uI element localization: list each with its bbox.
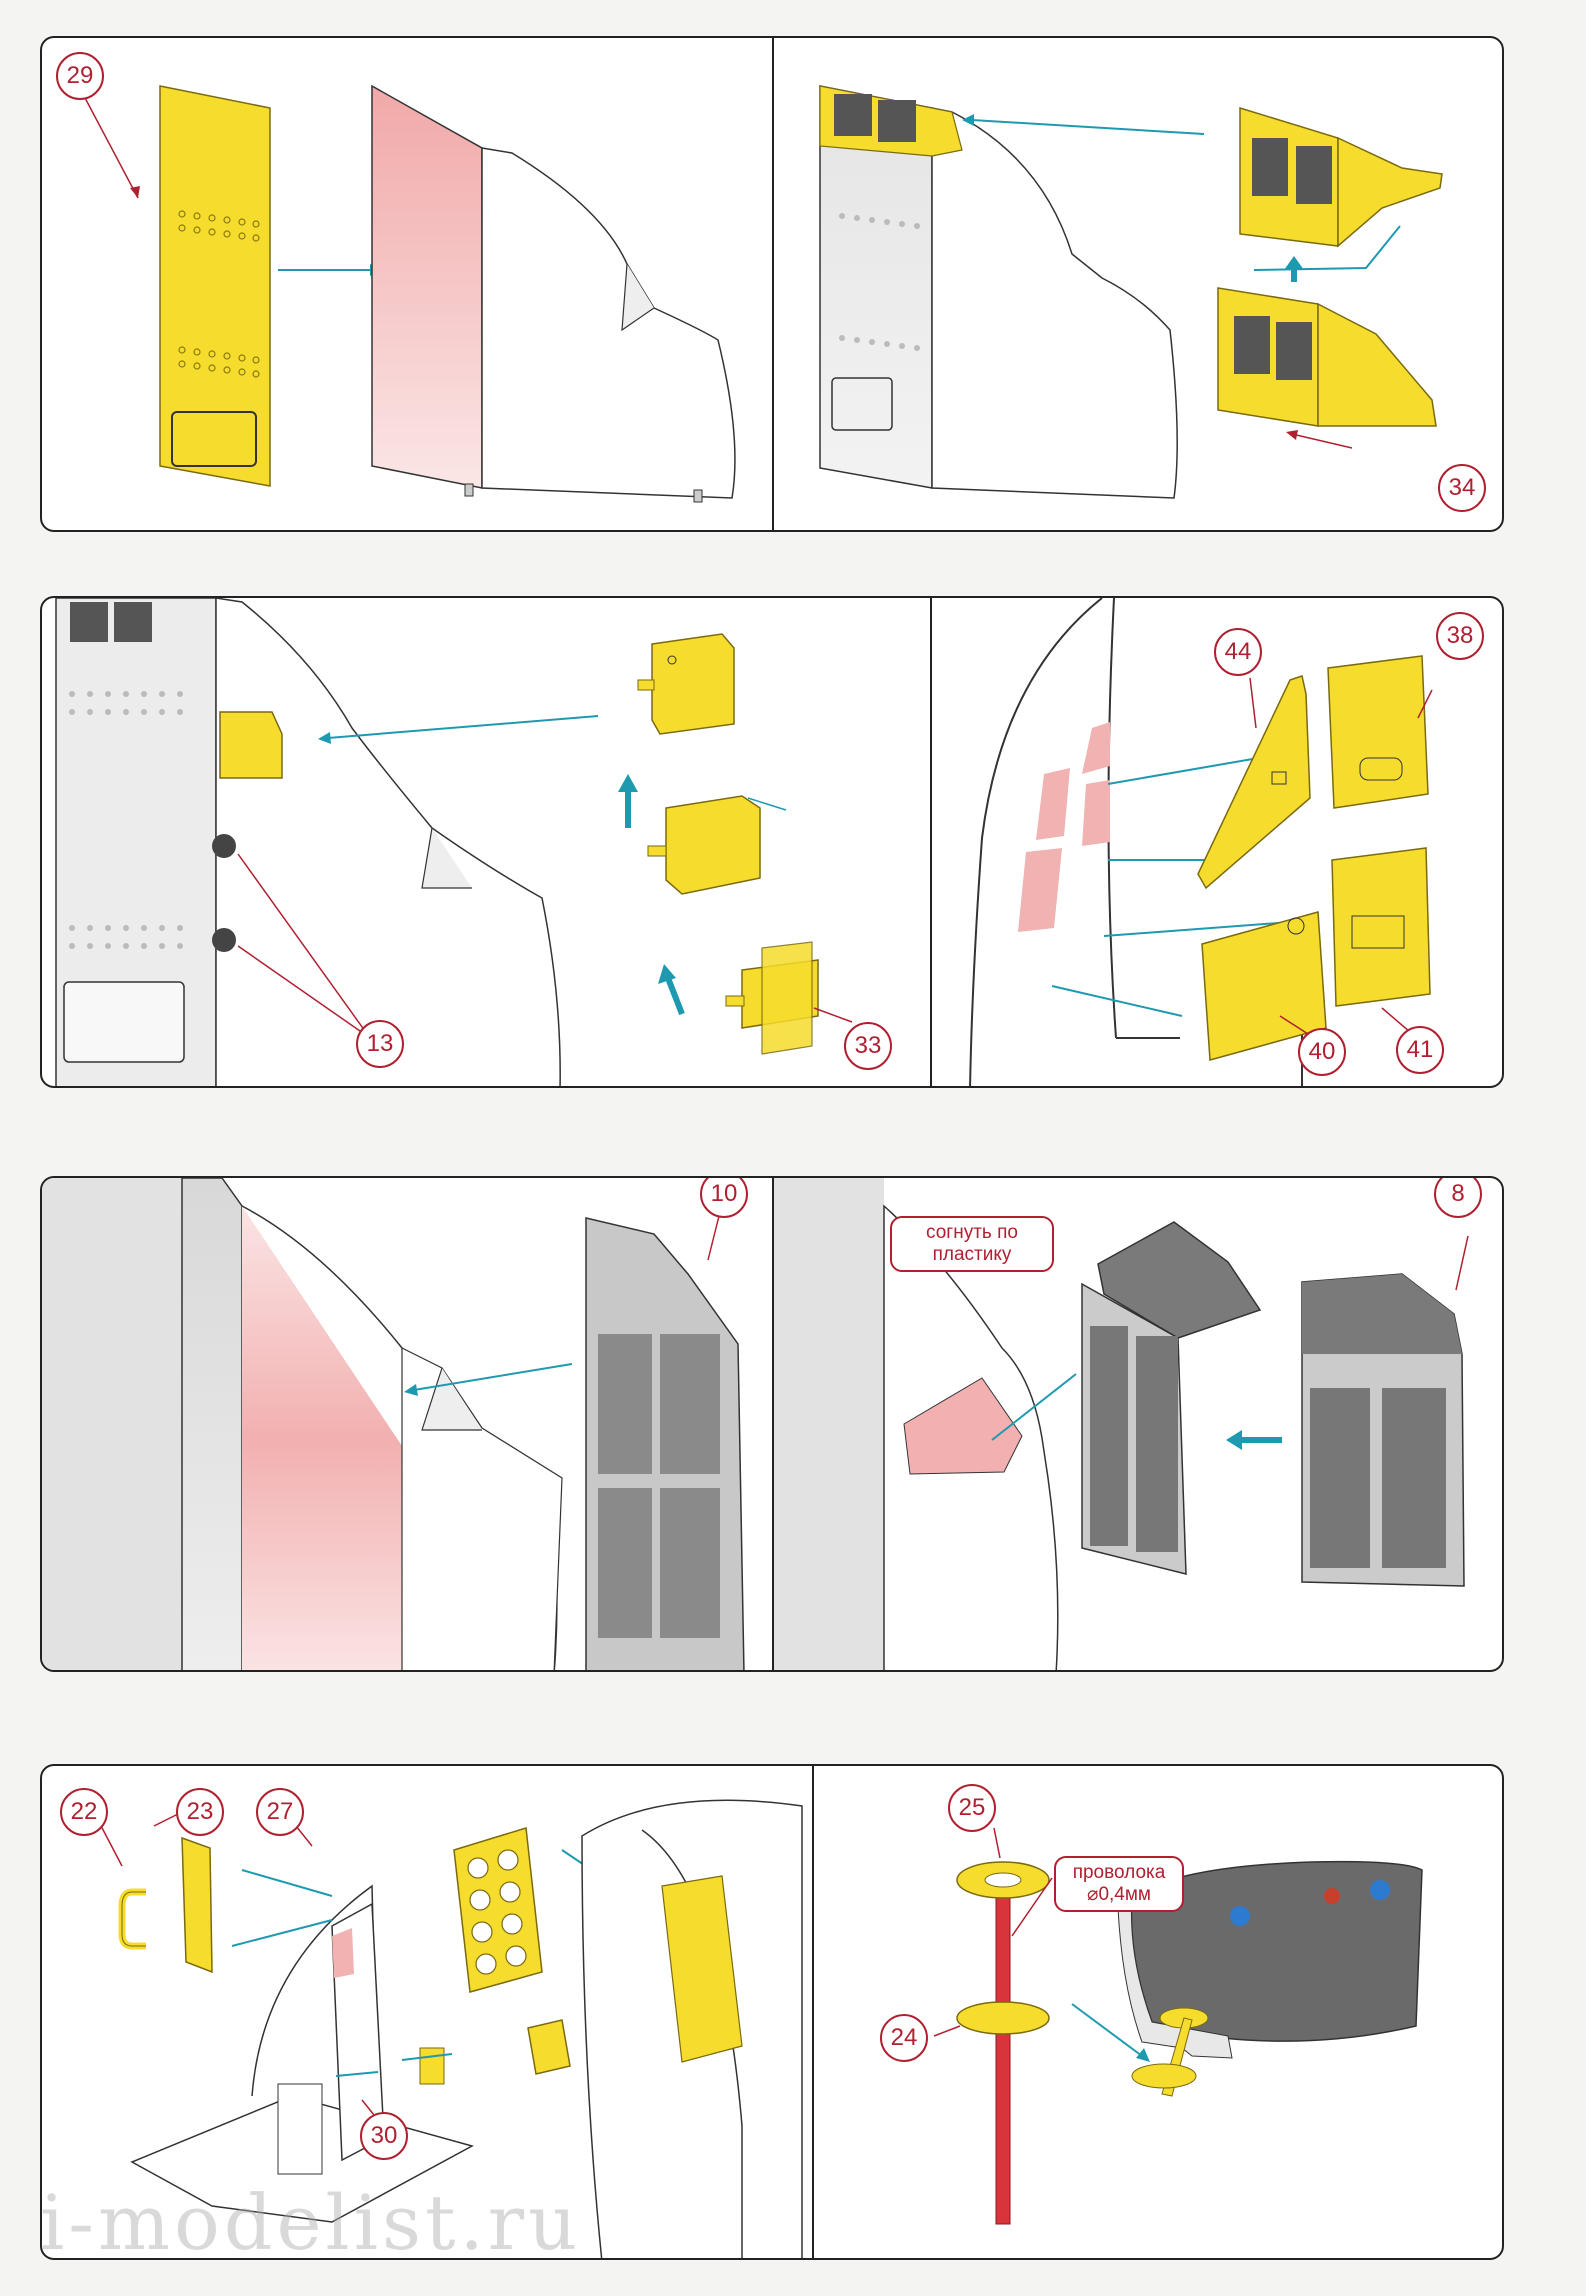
arrow-up-2 — [658, 964, 685, 1016]
bulkhead-left — [371, 84, 736, 503]
arrow-10-to-bulkhead — [404, 1363, 573, 1396]
step-panel-2: 13 33 44 38 40 41 — [40, 596, 1504, 1088]
part-22-handle — [118, 1888, 146, 1950]
part-number-8: 8 — [1434, 1178, 1482, 1218]
panel-4-drawing — [99, 1799, 1423, 2258]
arrow-8-flat-to-folded — [1226, 1430, 1282, 1450]
leader-33 — [813, 1007, 853, 1023]
part-number-24: 24 — [880, 2014, 928, 2062]
leaders-right-4 — [933, 1827, 1053, 2037]
leader-8 — [1455, 1235, 1469, 1291]
part-10-panel — [585, 1217, 745, 1670]
panel-divider — [772, 38, 774, 530]
part-number-10: 10 — [700, 1178, 748, 1218]
part-24-base — [956, 2001, 1050, 2035]
cabin-wall — [969, 598, 1303, 1086]
part-30-box — [527, 2019, 571, 2075]
panel-2-drawing — [55, 598, 1433, 1086]
bulkhead-section-left — [42, 1178, 563, 1670]
part-44 — [1197, 675, 1311, 890]
part-number-38: 38 — [1436, 612, 1484, 660]
part-23-plate — [181, 1836, 213, 1974]
part-number-34: 34 — [1438, 464, 1486, 512]
part-number-40: 40 — [1298, 1028, 1346, 1076]
part-38 — [1327, 655, 1429, 809]
part-number-33: 33 — [844, 1022, 892, 1070]
part-number-41: 41 — [1396, 1026, 1444, 1074]
arrow-box-to-bulkhead — [318, 715, 599, 744]
arrows-left-1 — [231, 1869, 453, 2077]
assembled-column — [1131, 2007, 1209, 2097]
part-number-30: 30 — [360, 2112, 408, 2160]
arrow-34-to-bulkhead — [962, 114, 1205, 135]
part-25-wheel — [956, 1861, 1050, 1899]
arrow-assembly-to-panel — [1071, 2003, 1150, 2062]
part-29-plate — [159, 85, 271, 487]
part-number-23: 23 — [176, 1788, 224, 1836]
step-panel-3: 10 8 согнуть по пластику — [40, 1176, 1504, 1672]
part-34-folded — [1239, 106, 1443, 248]
part-41 — [1331, 847, 1431, 1007]
part-number-22: 22 — [60, 1788, 108, 1836]
part-number-25: 25 — [948, 1784, 996, 1832]
part-number-13: 13 — [356, 1020, 404, 1068]
watermark: i-modelist.ru — [40, 2178, 582, 2267]
part-8-folded — [1081, 1221, 1262, 1575]
part-27-panel — [453, 1827, 543, 1993]
bulkhead-detail — [55, 598, 561, 1086]
part-34-flat — [1217, 287, 1437, 427]
bulkhead-section-right — [774, 1178, 1059, 1670]
bend-note: согнуть по пластику — [890, 1216, 1054, 1272]
leaders-13 — [237, 853, 371, 1039]
instrument-panel — [1117, 1860, 1423, 2059]
fold-arrow-34 — [1253, 225, 1401, 282]
step-panel-1: 29 34 — [40, 36, 1504, 532]
part-leaders-right — [1249, 677, 1433, 1035]
wire-rod — [995, 1883, 1011, 2225]
panel-divider — [930, 598, 932, 1086]
part-29-leader — [83, 95, 140, 199]
wire-note: проволока ⌀0,4мм — [1054, 1856, 1184, 1912]
arrow-up-1 — [618, 774, 638, 828]
bulkhead-assembled — [819, 85, 1178, 499]
part-33-flat — [725, 941, 819, 1055]
part-33-box-folded — [637, 633, 735, 735]
part-number-44: 44 — [1214, 628, 1262, 676]
panel-3-drawing — [42, 1178, 1469, 1670]
arrow-29-to-bulkhead — [278, 264, 382, 276]
cabin-section-1 — [130, 1884, 474, 2223]
arrow-8-to-bulkhead — [991, 1373, 1077, 1441]
cabin-section-2 — [581, 1799, 803, 2258]
panel-1-drawing — [83, 84, 1443, 503]
part-8-flat — [1301, 1273, 1465, 1587]
part-number-29: 29 — [56, 52, 104, 100]
part-33-box-partial — [647, 795, 787, 895]
panel-divider — [772, 1178, 774, 1670]
leader-10 — [707, 1211, 721, 1261]
part-34-leader — [1286, 430, 1353, 449]
step-panel-4: 22 23 27 30 25 24 проволока ⌀0,4мм — [40, 1764, 1504, 2260]
panel-divider — [812, 1766, 814, 2258]
part-number-27: 27 — [256, 1788, 304, 1836]
